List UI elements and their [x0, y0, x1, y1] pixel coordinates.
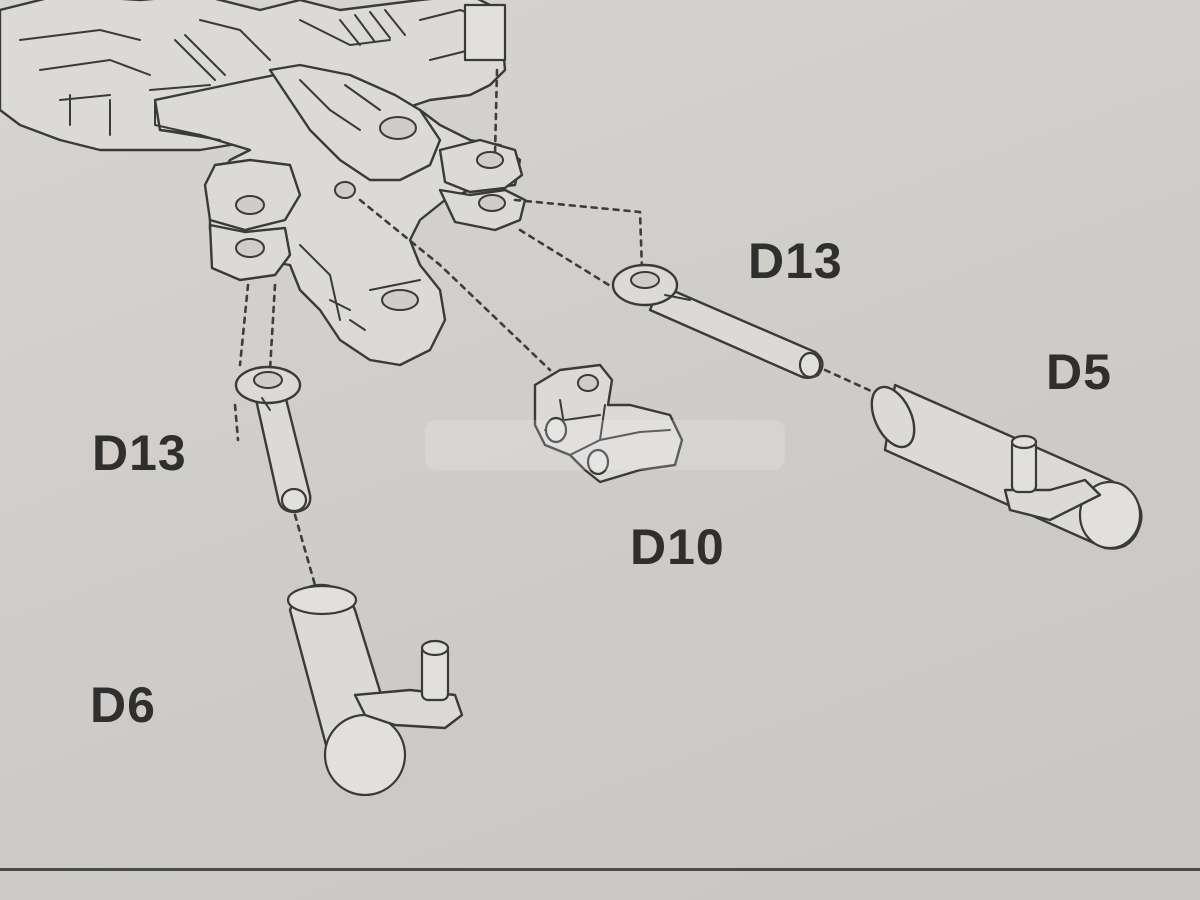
guide-d13-top-to-d5: [823, 368, 882, 397]
d13-left-notch: [261, 397, 271, 411]
main-assembly: [0, 0, 527, 367]
clevis-right-lower: [438, 188, 527, 232]
central-plate-boss: [334, 181, 356, 199]
guide-top-block: [493, 68, 499, 157]
d13-top-shaft: [648, 283, 824, 379]
grille: [174, 9, 406, 81]
clevis-right-lower-hole: [478, 194, 506, 212]
clevis-right-upper-hole: [476, 151, 504, 169]
part-d5: [870, 383, 1143, 550]
label-d13-left: D13: [92, 425, 187, 481]
top-bracket-hole: [379, 116, 417, 140]
clevis-left-upper-hole: [235, 195, 265, 215]
guide-d13-left-to-d6: [293, 513, 317, 587]
d10-body: [533, 363, 684, 484]
label-d13-top: D13: [748, 233, 843, 289]
guide-d13-left-side: [233, 403, 240, 442]
housing-block: [463, 3, 507, 62]
d13-top-shaft-end: [798, 351, 822, 379]
guide-lines: [233, 68, 882, 587]
d13-left-head-hole: [253, 371, 283, 389]
d13-top-notch: [664, 294, 691, 301]
central-plate-hole: [381, 289, 419, 311]
guide-d13-left-lower: [268, 283, 277, 372]
d6-peg-top: [420, 639, 450, 657]
central-plate-detail: [299, 244, 421, 331]
d10-hole: [577, 374, 599, 392]
d10-knob-left: [544, 416, 568, 444]
d6-bottom-face: [323, 713, 407, 797]
label-d10: D10: [630, 519, 725, 575]
d13-left-shaft-end: [280, 487, 308, 513]
clevis-left-lower-hole: [235, 238, 265, 258]
d5-peg-top: [1010, 434, 1038, 450]
d5-back-cap: [870, 385, 916, 449]
d13-top-head-hole: [630, 271, 660, 289]
bottom-rule: [0, 868, 1200, 871]
part-d6: [286, 583, 464, 797]
d10-detail: [544, 399, 671, 456]
label-d5: D5: [1046, 344, 1112, 400]
part-d10: [533, 363, 684, 484]
clevis-left-upper: [203, 158, 302, 232]
top-bracket-detail: [299, 79, 381, 131]
guide-d13-left-upper: [238, 283, 250, 367]
label-d6: D6: [90, 677, 156, 733]
part-d13-top: [611, 263, 824, 379]
left-arm-detail: [154, 99, 221, 141]
d10-knob-right: [586, 448, 610, 476]
guide-main-to-d10: [358, 198, 552, 372]
watermark-graphic: [425, 420, 785, 470]
guide-d13-top-lower: [518, 228, 627, 297]
d6-top-cap: [286, 584, 358, 616]
part-d13-left: [234, 365, 312, 514]
guide-d13-top-upper: [513, 198, 644, 272]
